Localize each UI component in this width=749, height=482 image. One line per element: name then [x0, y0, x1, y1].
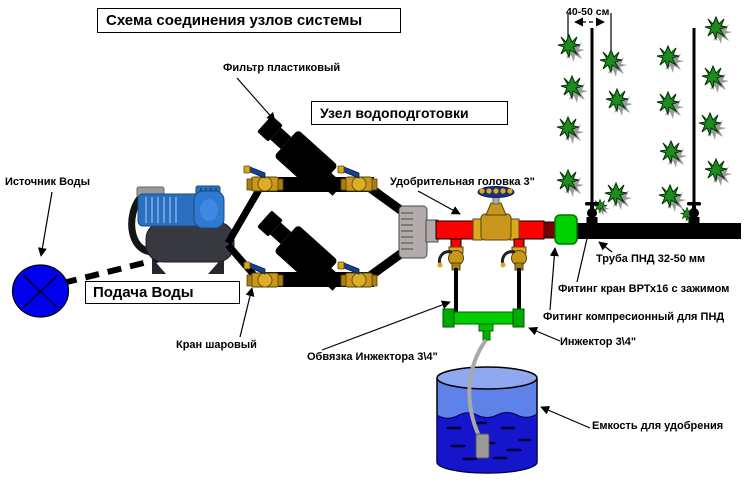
- vrt-valve-fitting: [585, 202, 599, 224]
- label-fertilizer-tank: Емкость для удобрения: [592, 420, 724, 432]
- label-ball-valve: Кран шаровый: [176, 339, 257, 351]
- suction-tube: [467, 338, 488, 437]
- bypass-valve: [437, 238, 464, 271]
- label-water-supply: Подача Воды: [85, 281, 240, 304]
- plant-icon: [560, 75, 589, 104]
- label-compression-fitting: Фитинг компресионный для ПНД: [543, 311, 725, 323]
- plant-icon: [556, 169, 585, 198]
- fertilizer-head: [435, 186, 557, 271]
- label-fertilizer-head: Удобрительная головка 3": [390, 176, 535, 188]
- label-injector: Инжектор 3\4": [560, 336, 637, 348]
- tee-fitting: [398, 205, 439, 259]
- label-water-source: Источник Воды: [5, 176, 90, 188]
- plant-icon: [599, 49, 628, 78]
- label-water-treatment-unit: Узел водоподготовки: [311, 101, 508, 125]
- plant-icon: [605, 88, 634, 117]
- fertilizer-tank: [436, 366, 538, 474]
- plant-icon: [658, 184, 687, 213]
- plant-icon: [556, 116, 585, 145]
- label-plant-spacing: 40-50 см: [566, 6, 610, 18]
- tube-weight: [475, 433, 490, 459]
- label-plastic-filter: Фильтр пластиковый: [223, 62, 341, 74]
- label-injector-piping: Обвязка Инжектора 3\4": [307, 351, 438, 363]
- label-vrt-fitting: Фитинг кран ВРТх16 с зажимом: [558, 283, 730, 295]
- label-pnd-pipe: Труба ПНД 32-50 мм: [596, 253, 706, 265]
- bypass-valve: [500, 238, 527, 271]
- plant-icon: [659, 140, 688, 169]
- vrt-valve-fitting: [687, 202, 701, 224]
- water-source-circle: [11, 264, 70, 318]
- plant-icon: [656, 45, 685, 74]
- plant-icon: [656, 91, 685, 120]
- plants: [556, 16, 733, 224]
- injector-assembly: [442, 268, 525, 459]
- plant-icon: [557, 34, 586, 63]
- diagram-title: Схема соединения узлов системы: [97, 8, 401, 33]
- plant-icon: [698, 112, 727, 141]
- filter-assembly-bottom: [243, 211, 409, 291]
- plant-icon: [604, 182, 633, 211]
- drip-lines: [590, 28, 696, 206]
- annotation-arrows: [37, 77, 613, 429]
- filter-assembly-top: [243, 116, 409, 218]
- pnd-pipe: [575, 223, 741, 239]
- plant-icon: [704, 16, 733, 45]
- plant-icon: [701, 65, 730, 94]
- pump-illustration: [128, 185, 235, 274]
- branch-pipe-top: [224, 186, 264, 245]
- compression-fitting: [554, 214, 578, 245]
- plant-icon: [704, 158, 733, 187]
